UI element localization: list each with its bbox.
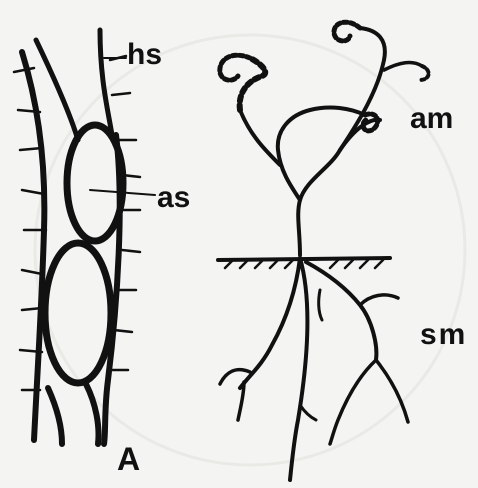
substrate-surface [218,258,390,260]
substrate-branch-center-tip [300,405,316,420]
aerial-branch-top [340,28,385,150]
appressorium-lower [45,243,111,383]
appressorium-upper [67,125,123,241]
hypha-base-right [86,384,99,444]
spore-chain-left-coil [220,55,250,80]
substrate-branch-spur [319,290,322,320]
mycelium-panel [218,22,429,480]
aerial-branch-right [298,120,380,255]
spore-chain-left [240,58,266,110]
label-hs: hs [127,40,162,70]
spore-chain-tip [420,66,429,80]
aerial-branch-mid [278,108,365,200]
substrate-branch-right [306,262,376,360]
label-am: am [410,104,453,134]
aerial-branch-left [240,110,280,165]
substrate-branch-left [240,258,300,388]
aerial-branch-tip [384,63,422,70]
hypha-upper-right [100,30,112,135]
hypha-base-left [48,388,62,444]
hypha-upper-left [36,40,78,140]
label-as: as [157,183,190,213]
spore-chain-top [334,22,360,41]
substrate-branch-left-tips [220,370,250,420]
panel-label-a: A [117,443,140,475]
substrate-branch-right-low [330,360,376,444]
label-sm: sm [420,320,467,350]
substrate-branch-right-up [360,295,398,305]
